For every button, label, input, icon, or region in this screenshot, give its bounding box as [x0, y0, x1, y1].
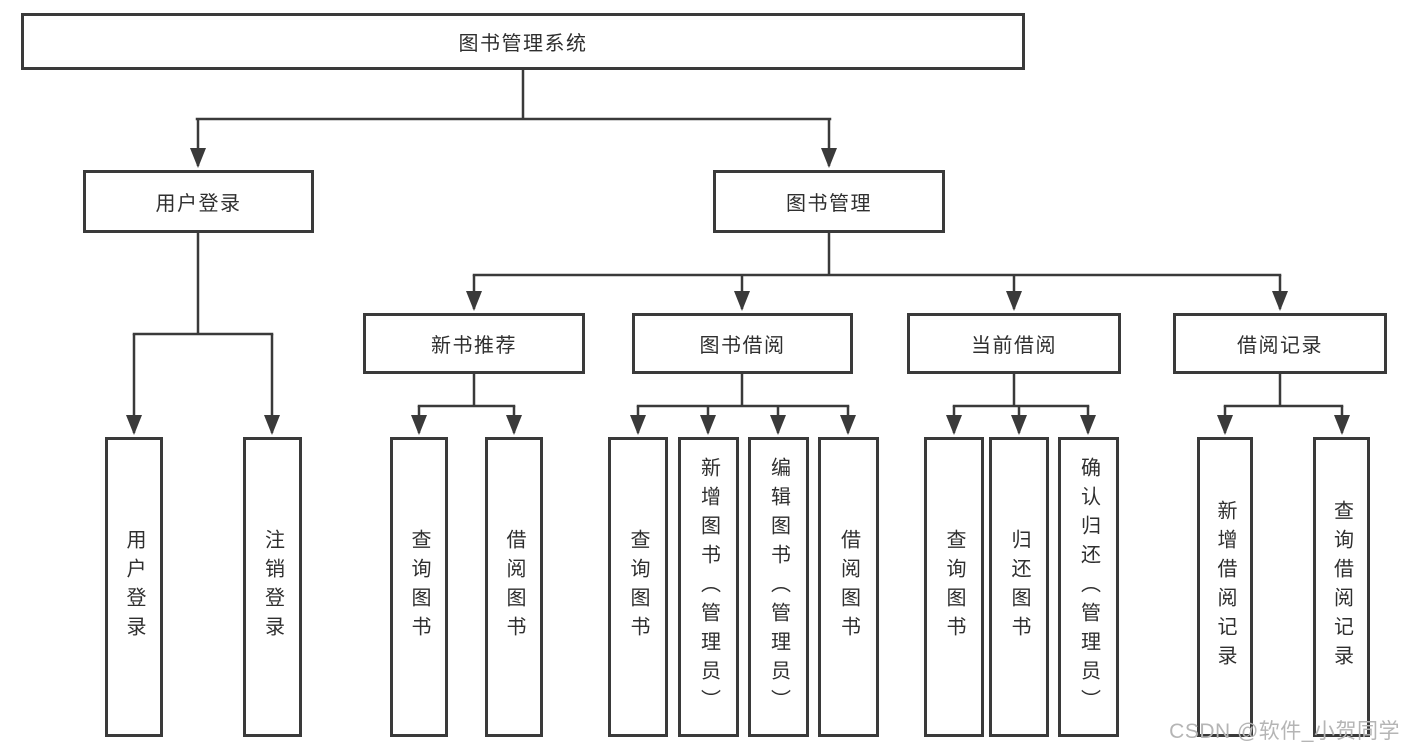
node-leaf-logout: 注销登录: [243, 437, 302, 737]
node-borrow-records: 借阅记录: [1173, 313, 1387, 374]
node-new-book-recommend: 新书推荐: [363, 313, 585, 374]
node-user-login: 用户登录: [83, 170, 314, 233]
connector-root-to-level2: [190, 70, 837, 168]
node-leaf-edit-book-admin: 编辑图书（管理员）: [748, 437, 809, 737]
node-leaf-query-books-recommend: 查询图书: [390, 437, 448, 737]
node-leaf-query-books-current: 查询图书: [924, 437, 984, 737]
node-leaf-user-login: 用户登录: [105, 437, 163, 737]
node-leaf-confirm-return-admin: 确认归还（管理员）: [1058, 437, 1119, 737]
connector-new-book-group: [411, 374, 522, 435]
node-leaf-add-book-admin: 新增图书（管理员）: [678, 437, 739, 737]
connector-borrow-group: [630, 374, 856, 435]
node-leaf-add-borrow-record: 新增借阅记录: [1197, 437, 1253, 737]
node-leaf-query-books-borrow: 查询图书: [608, 437, 668, 737]
connector-book-mgmt-group: [466, 233, 1288, 311]
node-current-borrow: 当前借阅: [907, 313, 1121, 374]
node-root-system: 图书管理系统: [21, 13, 1025, 70]
node-leaf-return-books: 归还图书: [989, 437, 1049, 737]
node-book-borrow: 图书借阅: [632, 313, 853, 374]
node-leaf-borrow-books: 借阅图书: [818, 437, 879, 737]
node-leaf-query-borrow-record: 查询借阅记录: [1313, 437, 1370, 737]
node-book-management: 图书管理: [713, 170, 945, 233]
node-leaf-borrow-books-recommend: 借阅图书: [485, 437, 543, 737]
csdn-watermark: CSDN @软件_小贺同学: [1169, 720, 1400, 743]
connector-current-group: [946, 374, 1096, 435]
connector-user-login-group: [126, 233, 280, 435]
connector-records-group: [1217, 374, 1350, 435]
